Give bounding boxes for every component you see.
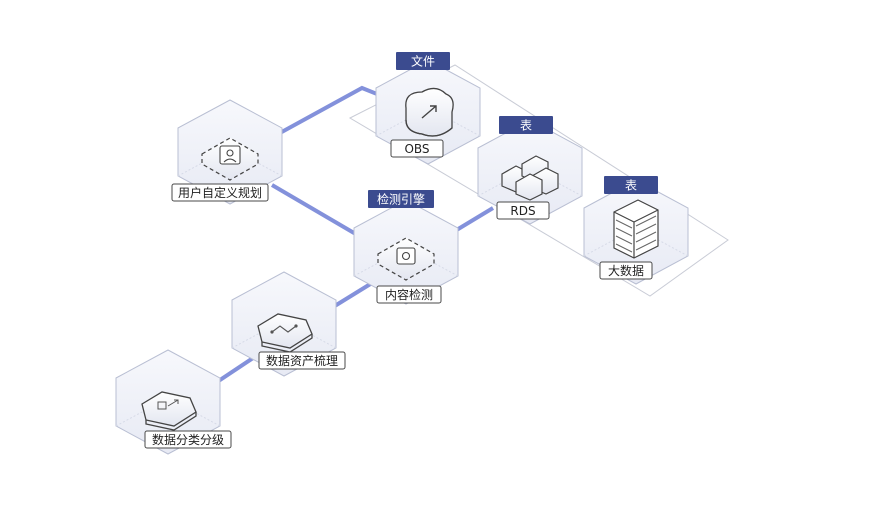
label-custom-rules-text: 用户自定义规划 bbox=[178, 185, 262, 200]
node-asset-sorting bbox=[231, 271, 337, 377]
node-content-detection bbox=[353, 199, 459, 305]
database-cluster-icon bbox=[501, 155, 559, 201]
user-rule-icon bbox=[201, 137, 259, 181]
label-rds-text: RDS bbox=[510, 204, 535, 218]
label-content-detection-text: 内容检测 bbox=[385, 287, 433, 302]
label-custom-rules: 用户自定义规划 bbox=[171, 183, 269, 202]
tag-file: 文件 bbox=[396, 52, 450, 70]
node-rds bbox=[477, 119, 583, 225]
label-content-detection: 内容检测 bbox=[376, 285, 442, 304]
tag-table-rds-text: 表 bbox=[520, 119, 532, 133]
tag-table-rds: 表 bbox=[499, 116, 553, 134]
server-rack-icon bbox=[613, 199, 659, 259]
label-obs: OBS bbox=[390, 139, 444, 158]
label-classification-text: 数据分类分级 bbox=[152, 432, 224, 447]
scan-chip-icon bbox=[377, 237, 435, 281]
cloud-upload-icon bbox=[405, 87, 454, 137]
label-bigdata-text: 大数据 bbox=[608, 263, 644, 278]
node-obs bbox=[375, 59, 481, 165]
label-asset-sorting-text: 数据资产梳理 bbox=[266, 353, 338, 368]
classify-icon bbox=[141, 391, 197, 431]
label-bigdata: 大数据 bbox=[599, 261, 653, 280]
label-asset-sorting: 数据资产梳理 bbox=[258, 351, 346, 370]
node-bigdata bbox=[583, 179, 689, 285]
tag-engine: 检测引擎 bbox=[368, 190, 434, 208]
tag-file-text: 文件 bbox=[411, 54, 435, 69]
node-classification bbox=[115, 349, 221, 455]
node-custom-rules bbox=[177, 99, 283, 205]
label-obs-text: OBS bbox=[404, 142, 429, 156]
arrow-custom-rules-to-content bbox=[270, 183, 372, 244]
tag-table-bigdata: 表 bbox=[604, 176, 658, 194]
tag-table-bigdata-text: 表 bbox=[625, 179, 637, 193]
label-classification: 数据分类分级 bbox=[144, 430, 232, 449]
label-rds: RDS bbox=[496, 201, 550, 220]
tag-engine-text: 检测引擎 bbox=[377, 192, 425, 207]
